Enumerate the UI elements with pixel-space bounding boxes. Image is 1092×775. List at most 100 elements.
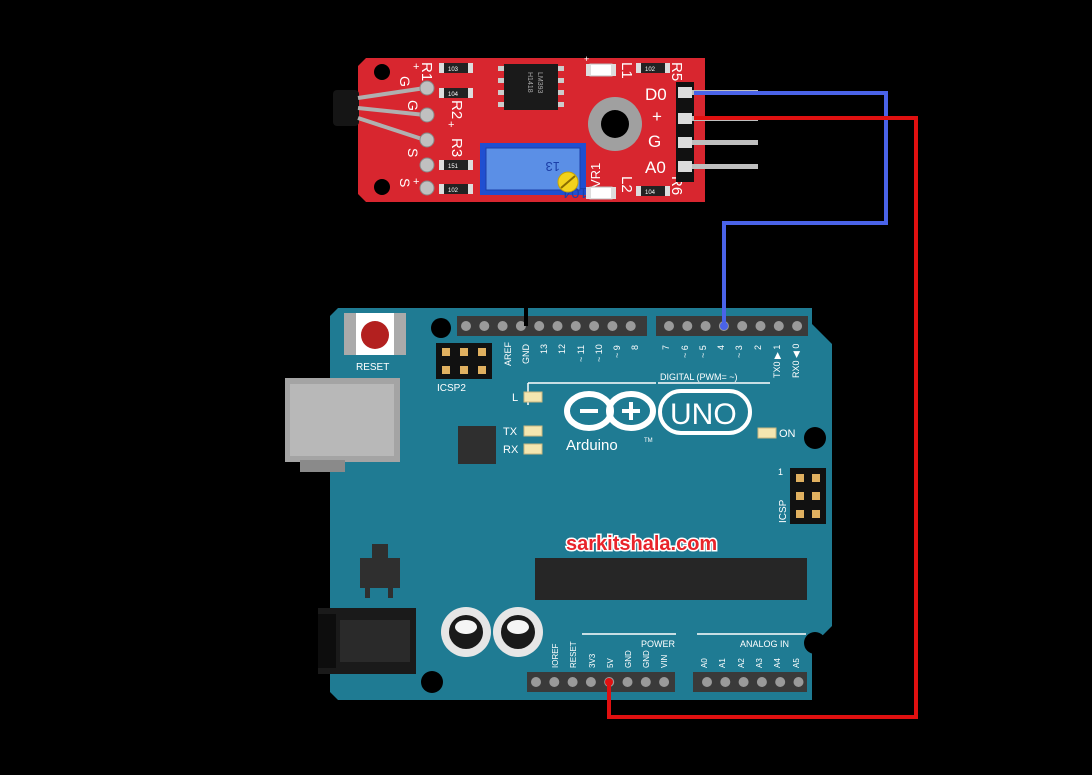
header-pin-hole[interactable] — [461, 321, 471, 331]
header-pin-hole[interactable] — [664, 321, 674, 331]
header-pin-hole[interactable] — [702, 677, 712, 687]
pad — [419, 180, 435, 196]
pad-label: + — [413, 176, 419, 188]
header-pin-hole[interactable] — [792, 321, 803, 331]
board-hole — [431, 318, 451, 338]
led-tx-label: TX — [503, 426, 518, 438]
header-pin-hole[interactable] — [585, 677, 596, 687]
pin-label-9: ~ 9 — [612, 345, 622, 358]
arduino-logo — [564, 391, 656, 431]
pin-label-5v: 5V — [606, 658, 615, 668]
svg-text:102: 102 — [645, 67, 656, 73]
header-pin-hole[interactable] — [756, 677, 767, 687]
header-pin-hole[interactable] — [570, 321, 581, 331]
sensor-element — [333, 90, 359, 126]
header-pin-hole[interactable] — [552, 321, 563, 331]
mount-hole — [601, 110, 629, 138]
analog-label: ANALOG IN — [740, 639, 789, 649]
pad-label: S — [397, 178, 413, 187]
header-pin-hole[interactable] — [755, 321, 766, 331]
pin-label-a0: A0 — [645, 158, 666, 177]
reset-button[interactable] — [344, 313, 406, 355]
pin-label-gnd: GND — [642, 650, 651, 668]
pin-label-10: ~ 10 — [594, 344, 604, 362]
smd-resistor: 102 — [636, 63, 670, 73]
chip-text-2: H1418 — [526, 72, 533, 93]
icsp-pin1: 1 — [778, 467, 783, 477]
header-pin-hole[interactable] — [534, 321, 545, 331]
pin-label-5: ~ 5 — [698, 345, 708, 358]
header-pin-hole[interactable] — [640, 677, 651, 687]
sensor-lead — [357, 106, 426, 117]
pin-label-plus: + — [652, 107, 662, 126]
pin-label-aref: AREF — [503, 341, 513, 366]
pad — [419, 107, 435, 123]
header-pin-hole[interactable] — [793, 677, 804, 687]
header-pin-hole[interactable] — [531, 677, 541, 687]
digital-header-right — [656, 316, 808, 336]
pin-label-6: ~ 6 — [680, 345, 690, 358]
pin-label-a2: A2 — [737, 658, 746, 668]
pin-label-vin: VIN — [660, 654, 669, 668]
header-pin-hole[interactable] — [773, 321, 784, 331]
smd-resistor: 104 — [439, 88, 473, 98]
header-pin-hole[interactable] — [589, 321, 600, 331]
pin-label-12: 12 — [557, 344, 567, 354]
bottom-pin-holes — [531, 677, 804, 687]
header-pin-hole[interactable] — [479, 321, 490, 331]
pin-header — [676, 82, 694, 182]
pin-label-3v3: 3V3 — [588, 653, 597, 668]
digital-label: DIGITAL (PWM= ~) — [660, 372, 738, 382]
resistor-label-r2: R2 — [448, 100, 465, 119]
wire-end — [605, 678, 613, 686]
power-led: + L1 — [584, 54, 635, 79]
header-pin-hole[interactable] — [625, 321, 636, 331]
resistor-label-r3: R3 — [448, 138, 465, 157]
capacitor — [493, 607, 543, 657]
led-label: L2 — [618, 176, 635, 193]
header-pin-hole[interactable] — [622, 677, 633, 687]
wires — [524, 91, 918, 719]
header-pin-hole[interactable] — [567, 677, 578, 687]
header-pin-hole[interactable] — [737, 321, 748, 331]
power-label: POWER — [641, 639, 676, 649]
digital-header-left — [457, 316, 647, 336]
pin-label-tx: TX0 ▶ 1 — [772, 345, 782, 378]
svg-text:+: + — [584, 54, 589, 64]
header-pin-hole[interactable] — [497, 321, 508, 331]
led-l — [523, 391, 543, 403]
pin-label-a3: A3 — [755, 658, 764, 668]
pad — [419, 80, 435, 96]
wire-d0-to-pin4 — [694, 91, 888, 326]
smd-resistor: 103 — [439, 63, 473, 73]
pin-label-8: 8 — [630, 345, 640, 350]
pin-label-4: 4 — [716, 345, 726, 350]
led-tx — [523, 425, 543, 437]
header-pin-hole[interactable] — [549, 677, 560, 687]
sensor-lead — [357, 86, 426, 100]
icsp2-label: ICSP2 — [437, 383, 466, 394]
pin-label-g: G — [648, 132, 661, 151]
header-pin-hole[interactable] — [682, 321, 693, 331]
board-hole — [804, 427, 826, 449]
header-pin-hole[interactable] — [738, 677, 749, 687]
pad-label: + — [413, 61, 419, 73]
header-pin-hole[interactable] — [720, 677, 731, 687]
header-pin-hole[interactable] — [607, 321, 618, 331]
pin-label-reset: RESET — [569, 641, 578, 668]
svg-text:104: 104 — [645, 190, 656, 196]
usb-connector — [285, 378, 400, 472]
header-pin-hole[interactable] — [700, 321, 711, 331]
pad — [419, 157, 435, 173]
sound-sensor-module: G + G S S + R1 R2 + R3 R5 R6 103 104 151 — [333, 54, 758, 202]
capacitor — [441, 607, 491, 657]
header-pin-hole[interactable] — [659, 677, 670, 687]
smd-resistor: 104 — [636, 186, 670, 196]
led-rx — [523, 443, 543, 455]
wire-end — [720, 322, 728, 330]
comparator-chip: LM393 H1418 — [498, 64, 564, 110]
header-pin-hole[interactable] — [515, 321, 526, 331]
uno-label: UNO — [670, 398, 737, 431]
led-l-label: L — [512, 392, 518, 404]
header-pin-hole[interactable] — [775, 677, 786, 687]
